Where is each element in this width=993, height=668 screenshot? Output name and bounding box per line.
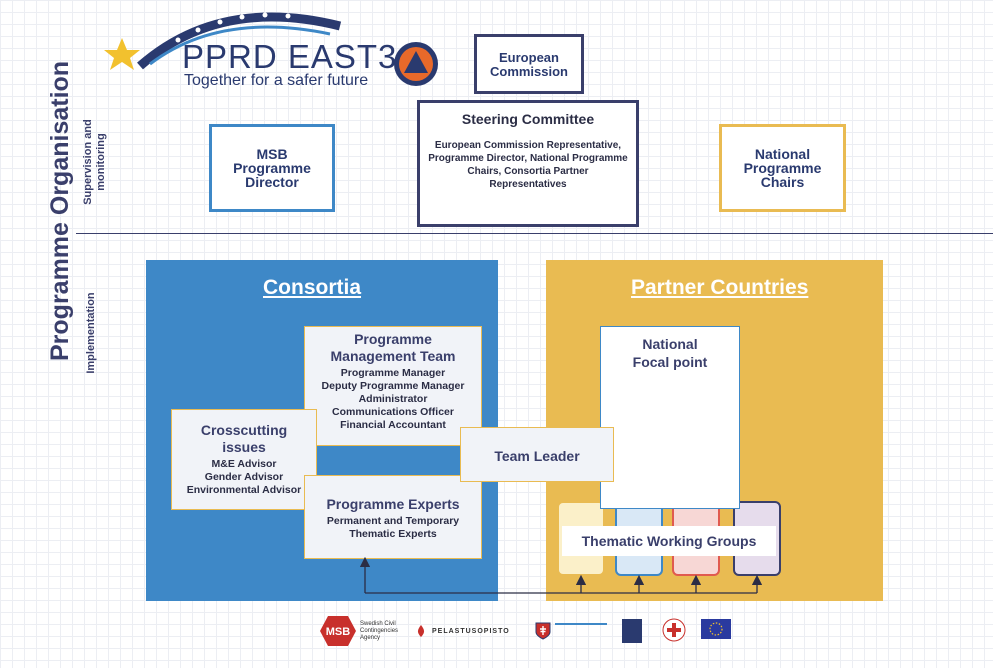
experts-member: Permanent and Temporary bbox=[326, 515, 460, 527]
pmt-box: Programme Management Team Programme Mana… bbox=[304, 326, 482, 446]
crosscutting-title: Crosscutting issues bbox=[200, 422, 288, 455]
experts-box: Programme Experts Permanent and Temporar… bbox=[304, 475, 482, 559]
partner-logo-4-icon bbox=[622, 619, 642, 643]
pelastus-flame-icon bbox=[417, 625, 425, 637]
pmt-member: Financial Accountant bbox=[340, 419, 446, 431]
consortia-title: Consortia bbox=[263, 276, 362, 299]
msb-subtitle: Swedish Civil Contingencies Agency bbox=[360, 620, 399, 641]
national-focal-point-box: National Focal point bbox=[600, 326, 740, 509]
steering-committee-members: European Commission Representative, Prog… bbox=[428, 140, 628, 190]
national-chairs-label: National Programme Chairs bbox=[743, 146, 822, 190]
steering-committee-box: Steering Committee European Commission R… bbox=[417, 100, 639, 227]
pmt-member: Administrator bbox=[358, 393, 428, 405]
msb-director-box: MSB Programme Director bbox=[209, 124, 335, 212]
pmt-title: Programme Management Team bbox=[330, 331, 456, 364]
pelastusopisto-logo: PELASTUSOPISTO bbox=[414, 616, 510, 646]
msb-badge-icon: MSB bbox=[320, 616, 356, 646]
european-commission-label: European Commission bbox=[489, 50, 568, 79]
pelastus-label: PELASTUSOPISTO bbox=[432, 627, 510, 635]
partner-countries-title: Partner Countries bbox=[631, 276, 809, 299]
crosscutting-member: Environmental Advisor bbox=[186, 484, 302, 496]
pmt-member: Communications Officer bbox=[332, 406, 454, 418]
team-leader-box: Team Leader bbox=[460, 427, 614, 482]
team-leader-label: Team Leader bbox=[494, 448, 580, 464]
national-focal-point-label: National Focal point bbox=[632, 336, 708, 370]
crosscutting-box: Crosscutting issues M&E Advisor Gender A… bbox=[171, 409, 317, 510]
logo-title: PPRD EAST3 bbox=[182, 38, 398, 75]
civil-protection-icon bbox=[394, 42, 438, 86]
twg-label: Thematic Working Groups bbox=[581, 533, 757, 549]
slovak-text-block bbox=[555, 623, 607, 639]
european-commission-box: European Commission bbox=[474, 34, 584, 94]
slovak-shield-icon bbox=[535, 622, 551, 640]
slovak-logo bbox=[535, 616, 607, 646]
red-cross-icon bbox=[662, 618, 686, 642]
logo-tagline: Together for a safer future bbox=[184, 72, 369, 89]
steering-committee-title: Steering Committee bbox=[461, 111, 595, 127]
experts-member: Thematic Experts bbox=[349, 528, 437, 540]
logo-swoosh-icon bbox=[104, 12, 342, 70]
crosscutting-member: M&E Advisor bbox=[211, 458, 277, 470]
svg-text:MSB: MSB bbox=[326, 626, 351, 638]
pmt-member: Deputy Programme Manager bbox=[321, 380, 465, 392]
msb-logo: MSB Swedish Civil Contingencies Agency bbox=[318, 616, 404, 646]
eu-flag-icon bbox=[701, 619, 731, 639]
twg-label-box: Thematic Working Groups bbox=[562, 526, 776, 556]
msb-director-label: MSB Programme Director bbox=[233, 146, 311, 190]
crosscutting-member: Gender Advisor bbox=[204, 471, 284, 483]
section-divider bbox=[76, 233, 993, 234]
national-chairs-box: National Programme Chairs bbox=[719, 124, 846, 212]
pmt-member: Programme Manager bbox=[340, 367, 446, 379]
experts-title: Programme Experts bbox=[326, 496, 460, 512]
